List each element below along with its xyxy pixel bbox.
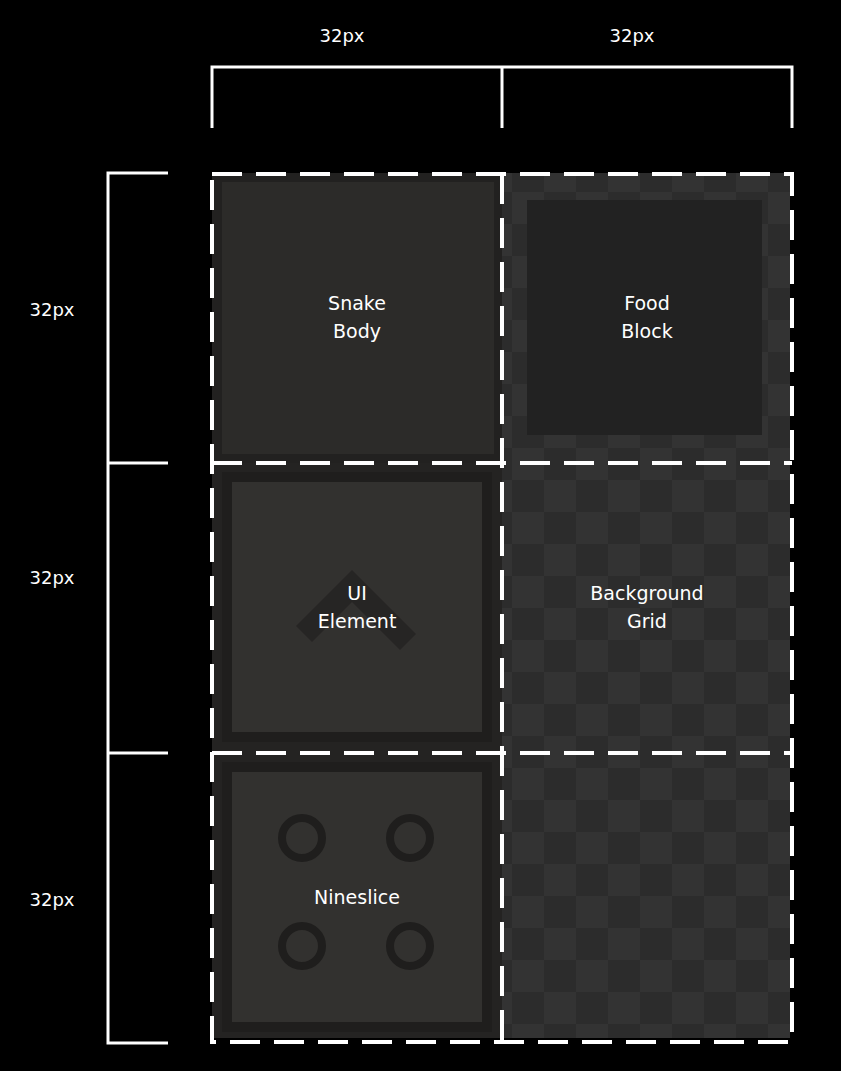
sprite-tile: Background Grid: [502, 463, 792, 753]
sprite-tile: Food Block: [502, 173, 792, 463]
dimension-label: 32px: [30, 889, 75, 910]
tile-label: Food Block: [621, 290, 672, 345]
sprite-tile: UI Element: [212, 463, 502, 753]
tile-label: Nineslice: [314, 884, 400, 912]
tile-label: Snake Body: [328, 290, 386, 345]
sprite-tile: Snake Body: [212, 173, 502, 463]
dimension-label: 32px: [320, 25, 365, 46]
sprite-tile: Nineslice: [212, 753, 502, 1043]
dimension-label: 32px: [30, 567, 75, 588]
dimension-label: 32px: [30, 299, 75, 320]
tile-label: Background Grid: [590, 580, 703, 635]
dimension-label: 32px: [610, 25, 655, 46]
tile-label: UI Element: [318, 580, 397, 635]
